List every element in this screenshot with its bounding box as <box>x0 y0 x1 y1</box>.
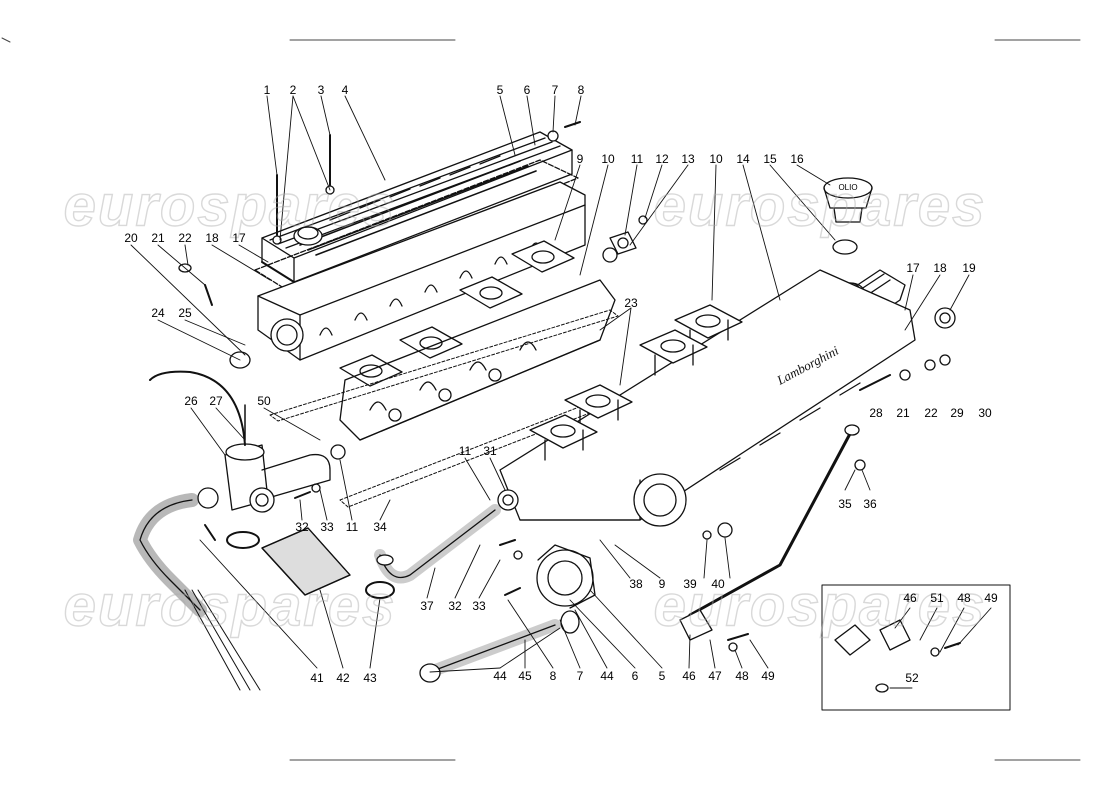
callout-16: 16 <box>790 152 804 166</box>
callout-27: 27 <box>209 394 223 408</box>
callout-48: 48 <box>735 669 749 683</box>
callout-24: 24 <box>151 306 165 320</box>
watermark-1: eurospares <box>63 173 397 239</box>
callout-6b: 6 <box>631 669 639 683</box>
callout-34: 34 <box>373 520 387 534</box>
callout-36: 36 <box>863 497 877 511</box>
callout-10: 10 <box>601 152 615 166</box>
callout-35: 35 <box>838 497 852 511</box>
dipstick <box>679 424 860 641</box>
water-outlet-pipe <box>374 489 519 584</box>
callout-17: 17 <box>232 231 246 245</box>
callout-5b: 5 <box>658 669 666 683</box>
callout-23: 23 <box>624 296 638 310</box>
callout-33: 33 <box>320 520 334 534</box>
callout-22: 22 <box>178 231 192 245</box>
callout-43: 43 <box>363 671 377 685</box>
callout-15: 15 <box>763 152 777 166</box>
callout-20: 20 <box>124 231 138 245</box>
callout-3: 3 <box>317 83 325 97</box>
callout-49: 49 <box>761 669 775 683</box>
left-cover-gasket <box>254 159 579 293</box>
callout-9b: 9 <box>658 577 666 591</box>
callout-30: 30 <box>978 406 992 420</box>
inset-box <box>821 584 1011 711</box>
callout-32: 32 <box>295 520 309 534</box>
watermark-4: eurospares <box>653 573 987 639</box>
callout-44: 44 <box>493 669 507 683</box>
callout-49b: 49 <box>984 591 998 605</box>
callout-42: 42 <box>336 671 350 685</box>
callout-10b: 10 <box>709 152 723 166</box>
callout-21b: 21 <box>896 406 910 420</box>
callout-31: 31 <box>483 444 497 458</box>
left-intake-flanges <box>339 240 616 441</box>
watermark-3: eurospares <box>63 573 397 639</box>
callout-7b: 7 <box>576 669 584 683</box>
left-cam-cover <box>261 131 573 283</box>
callout-46b: 46 <box>903 591 917 605</box>
callout-50: 50 <box>257 394 271 408</box>
callout-26: 26 <box>184 394 198 408</box>
callout-11c: 11 <box>345 520 359 534</box>
callout-7: 7 <box>551 83 559 97</box>
callout-13: 13 <box>681 152 695 166</box>
callout-39: 39 <box>683 577 697 591</box>
leader-lines <box>130 95 992 689</box>
callout-25: 25 <box>178 306 192 320</box>
callout-6: 6 <box>523 83 531 97</box>
callout-48b: 48 <box>957 591 971 605</box>
callout-4: 4 <box>341 83 349 97</box>
callout-12: 12 <box>655 152 669 166</box>
left-cylinder-head <box>257 181 586 361</box>
callout-5: 5 <box>496 83 504 97</box>
callout-18: 18 <box>205 231 219 245</box>
callout-22b: 22 <box>924 406 938 420</box>
oil-filler-cap: OLIO <box>823 177 873 255</box>
thermostat-housing <box>149 370 331 513</box>
callout-11b: 11 <box>458 444 472 458</box>
coolant-hose <box>226 527 395 599</box>
callout-21: 21 <box>151 231 165 245</box>
front-flange <box>536 544 596 609</box>
lower-hose <box>133 493 261 691</box>
callout-46: 46 <box>682 669 696 683</box>
callout-14: 14 <box>736 152 750 166</box>
callout-9: 9 <box>576 152 584 166</box>
watermark-2: eurospares <box>653 173 987 239</box>
connector-tube <box>419 610 580 683</box>
cap-label: OLIO <box>838 183 857 192</box>
callout-11: 11 <box>630 152 644 166</box>
callout-17b: 17 <box>906 261 920 275</box>
callout-8b: 8 <box>549 669 557 683</box>
callout-32b: 32 <box>448 599 462 613</box>
callout-45: 45 <box>518 669 532 683</box>
callout-40: 40 <box>711 577 725 591</box>
callout-18b: 18 <box>933 261 947 275</box>
callout-8: 8 <box>577 83 585 97</box>
callout-28: 28 <box>869 406 883 420</box>
callout-52: 52 <box>905 671 919 685</box>
page-rules <box>1 37 1081 761</box>
callout-51: 51 <box>930 591 944 605</box>
callout-2: 2 <box>289 83 297 97</box>
callout-1: 1 <box>263 83 271 97</box>
right-intake-flanges <box>529 304 743 461</box>
callout-47: 47 <box>708 669 722 683</box>
callout-38: 38 <box>629 577 643 591</box>
callout-19: 19 <box>962 261 976 275</box>
callout-37: 37 <box>420 599 434 613</box>
right-cylinder-head <box>499 269 916 527</box>
callout-44b: 44 <box>600 669 614 683</box>
callout-29: 29 <box>950 406 964 420</box>
callout-33b: 33 <box>472 599 486 613</box>
callout-41: 41 <box>310 671 324 685</box>
